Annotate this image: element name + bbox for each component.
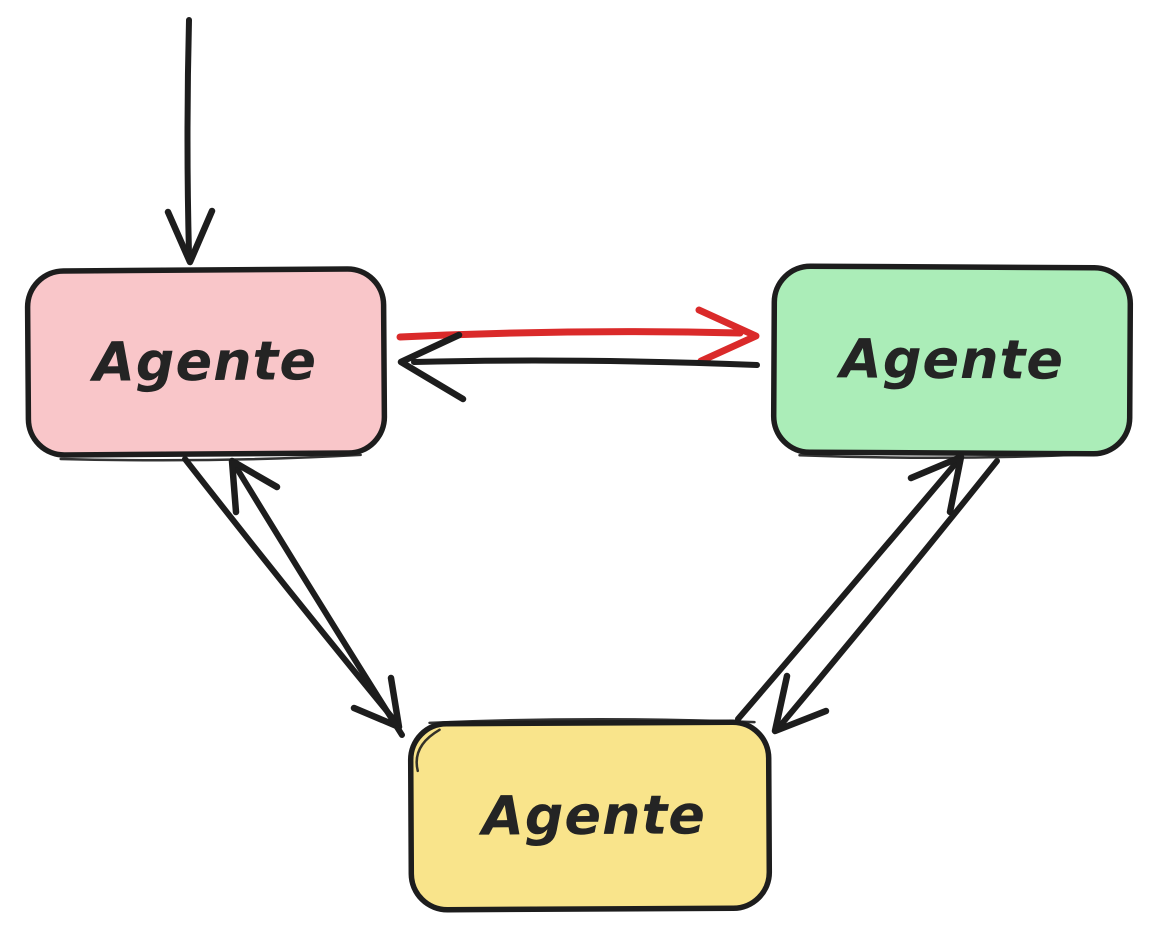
sketch-stroke bbox=[798, 452, 1101, 460]
edge-left-to-right-line bbox=[396, 328, 744, 341]
node-agent-left-label: Agente bbox=[89, 329, 317, 394]
edge-external-to-left-line bbox=[184, 17, 192, 257]
edge-external-to-left-agent bbox=[164, 17, 216, 266]
arrowhead-down-icon bbox=[164, 207, 216, 266]
node-agent-right-label: Agente bbox=[836, 327, 1064, 391]
node-agent-left-box bbox=[24, 266, 388, 458]
node-agent-right: Agente bbox=[770, 263, 1134, 460]
edge-bottom-to-right-line bbox=[735, 460, 959, 722]
node-agent-right-box bbox=[770, 263, 1134, 457]
edge-bottom-to-left-line bbox=[233, 464, 405, 738]
node-agent-bottom-box bbox=[407, 719, 773, 913]
edge-bottom-to-left-agent bbox=[228, 457, 405, 738]
edge-left-to-bottom-agent bbox=[182, 456, 403, 731]
edge-bottom-to-right-agent bbox=[735, 453, 965, 722]
arrowhead-left-icon bbox=[397, 331, 467, 403]
node-agent-bottom-label: Agente bbox=[478, 783, 706, 847]
arrowhead-down-left-icon bbox=[771, 672, 830, 735]
sketch-stroke bbox=[415, 717, 756, 773]
edge-right-to-left-agent bbox=[397, 331, 760, 403]
node-agent-bottom: Agente bbox=[407, 717, 773, 913]
edge-right-to-bottom-agent bbox=[771, 458, 1000, 735]
node-agent-left: Agente bbox=[24, 266, 388, 462]
sketch-stroke bbox=[59, 453, 362, 462]
edge-left-to-bottom-line bbox=[182, 456, 398, 724]
arrowhead-right-red-icon bbox=[695, 306, 760, 365]
arrowhead-up-left-icon bbox=[228, 457, 281, 516]
edge-right-to-bottom-line bbox=[777, 458, 1000, 729]
edge-right-to-left-line bbox=[411, 357, 760, 368]
edge-left-to-right-agent-red bbox=[396, 306, 760, 365]
